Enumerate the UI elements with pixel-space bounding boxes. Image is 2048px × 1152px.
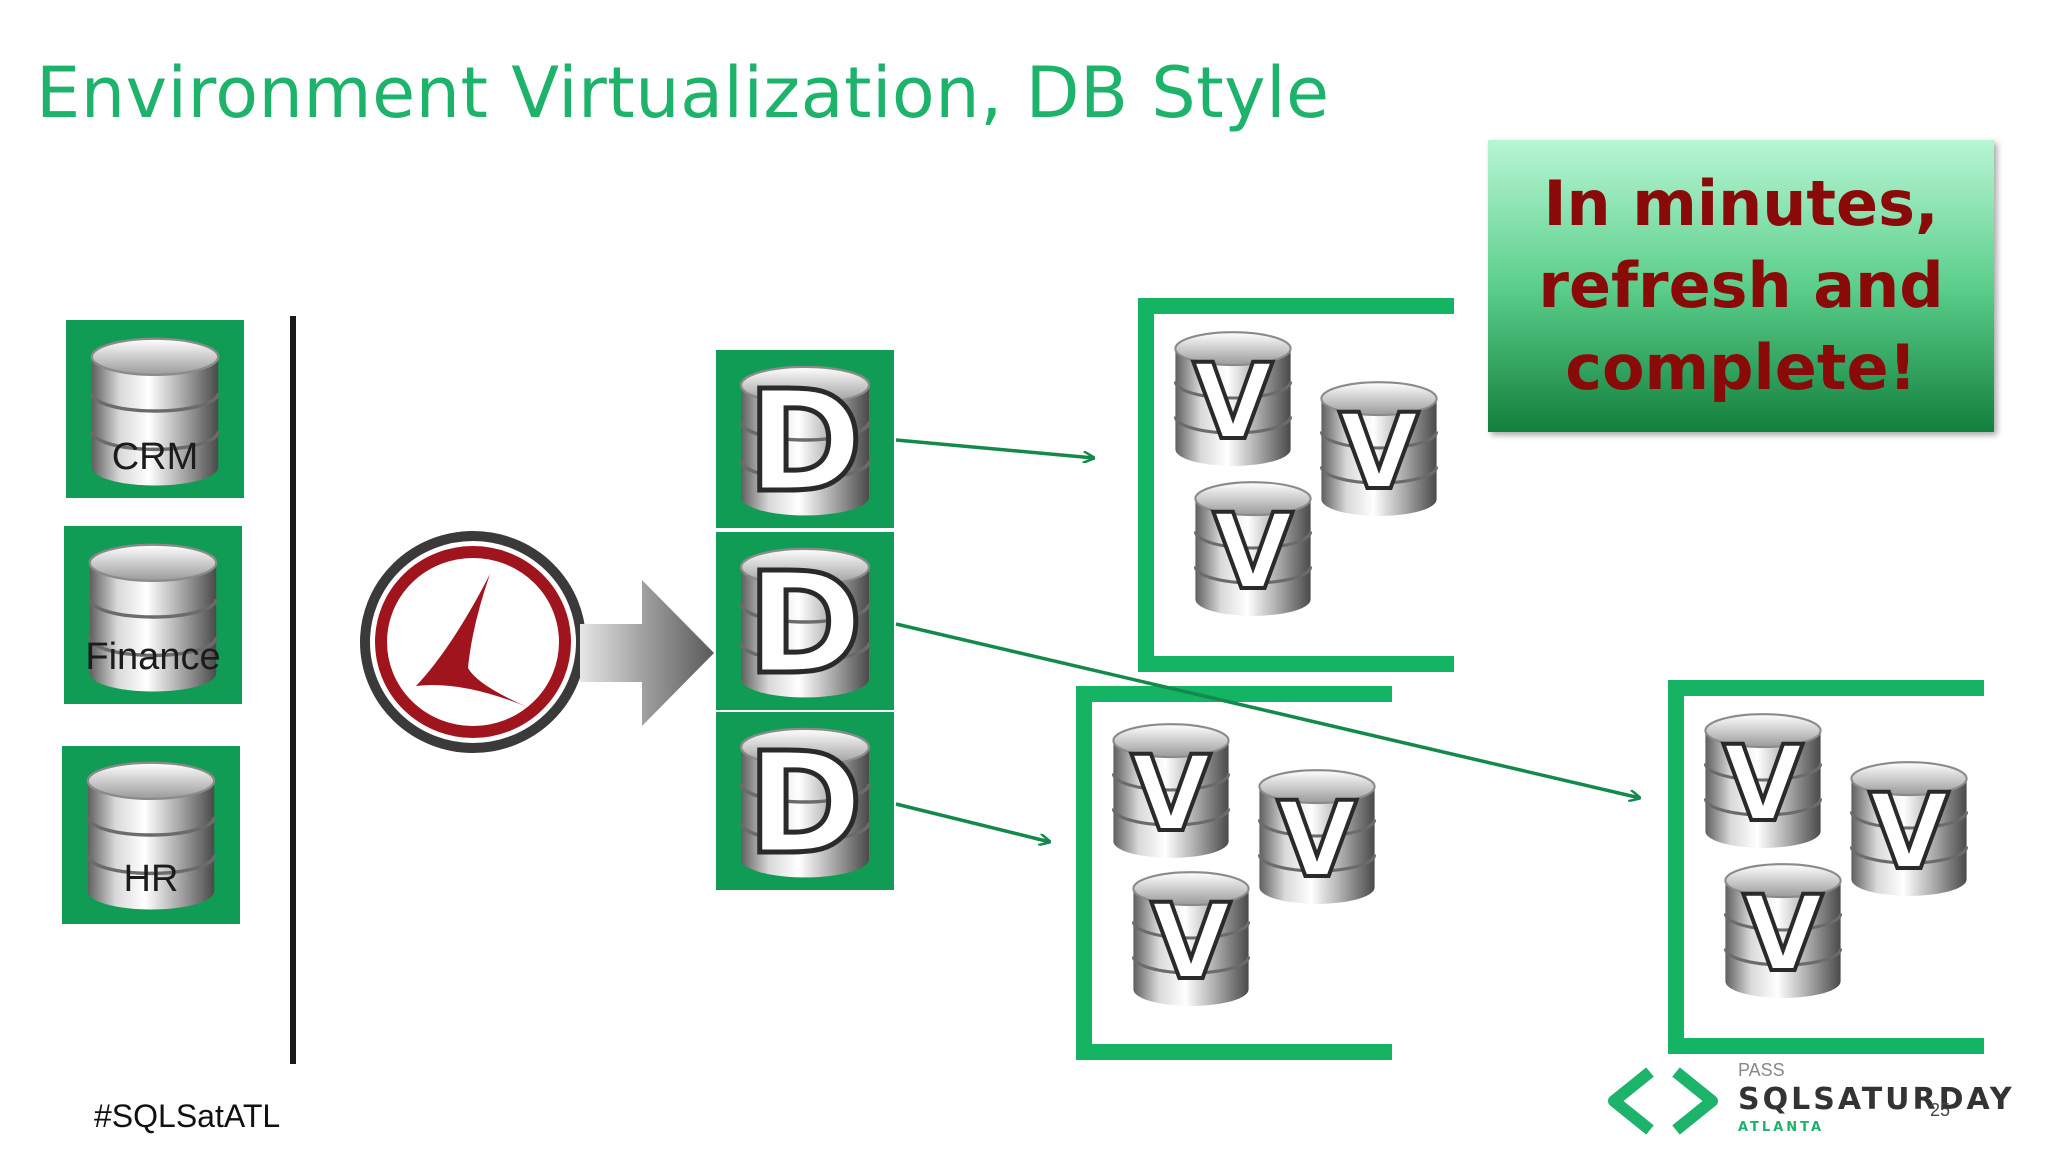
source-db-finance: Finance [64,526,242,704]
delphix-engine-icon [360,531,586,753]
dsource-letter: D [747,723,863,886]
page-number: 25 [1930,1100,1951,1120]
source-db-crm: CRM [66,320,244,498]
vdb-letter: V [1869,771,1950,893]
dsource-letter: D [747,361,863,524]
dsource-letter: D [747,543,863,706]
source-label-hr: HR [123,858,179,900]
vdb-letter: V [1277,779,1358,901]
connector-arrow-2 [895,622,1640,798]
page-title: Environment Virtualization, DB Style [36,52,1330,134]
sqlsaturday-logo-icon [1608,1067,1718,1135]
vdb-letter: V [1723,723,1804,845]
dsource-db-2: D [716,532,894,710]
source-label-crm: CRM [111,436,199,478]
vdb-letter: V [1213,491,1294,613]
vdb-letter: V [1339,391,1420,513]
dsource-db-1: D [716,350,894,528]
vdb-letter: V [1193,341,1274,463]
callout-box: In minutes, refresh and complete! [1488,140,1994,432]
vdb-letter: V [1131,733,1212,855]
vdb-letter: V [1743,873,1824,995]
logo-city-text: ATLANTA [1738,1120,1825,1135]
vdb-letter: V [1151,881,1232,1003]
connector-arrow-1 [895,438,1094,458]
sqlsaturday-logo: PASS SQLSATURDAY ATLANTA [1598,1058,2018,1138]
source-label-finance: Finance [85,636,221,678]
logo-pass-text: PASS [1738,1060,1785,1080]
gray-arrow-icon [580,580,714,726]
logo-name-text: SQLSATURDAY [1738,1082,2015,1117]
environment-bracket-1 [1138,298,1454,672]
environment-bracket-3 [1668,680,1984,1054]
hashtag-footer: #SQLSatATL [94,1098,281,1134]
callout-text: In minutes, refresh and complete! [1538,167,1944,404]
divider-line [290,316,296,1064]
connector-arrow-3 [895,802,1050,842]
source-db-hr: HR [62,746,240,924]
environment-bracket-2 [1076,686,1392,1060]
dsource-db-3: D [716,712,894,890]
